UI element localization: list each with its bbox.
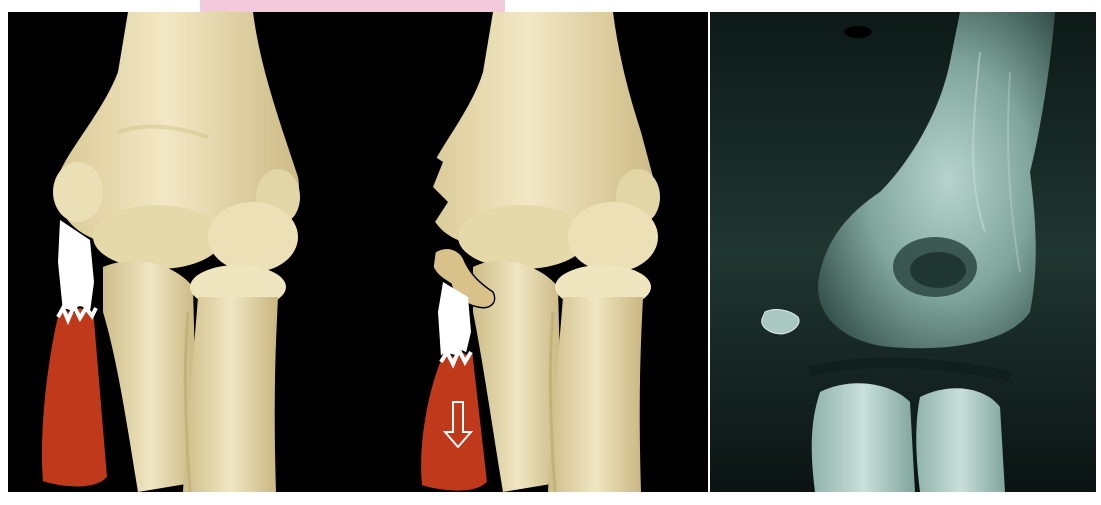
bone-illustration-avulsion [353, 12, 708, 492]
capitulum [568, 202, 658, 272]
xray-radius [916, 388, 1005, 492]
ulna [103, 261, 198, 492]
xray-elbow [710, 12, 1096, 492]
xray-ulna [812, 383, 915, 492]
red-muscle [420, 350, 488, 492]
bone-photo-normal [8, 12, 353, 492]
top-strip [0, 0, 1101, 12]
pink-tab [200, 0, 505, 12]
radius-shaft [183, 297, 278, 492]
bone-illustration-normal [8, 12, 353, 492]
medial-epicondyle [53, 162, 103, 222]
trochlea [93, 205, 223, 269]
bottom-strip [0, 492, 1101, 505]
xray-illustration [710, 12, 1096, 492]
bone-photo-avulsion [353, 12, 708, 492]
red-muscle [41, 307, 108, 487]
radius-shaft [548, 297, 643, 492]
capitulum [208, 202, 298, 272]
